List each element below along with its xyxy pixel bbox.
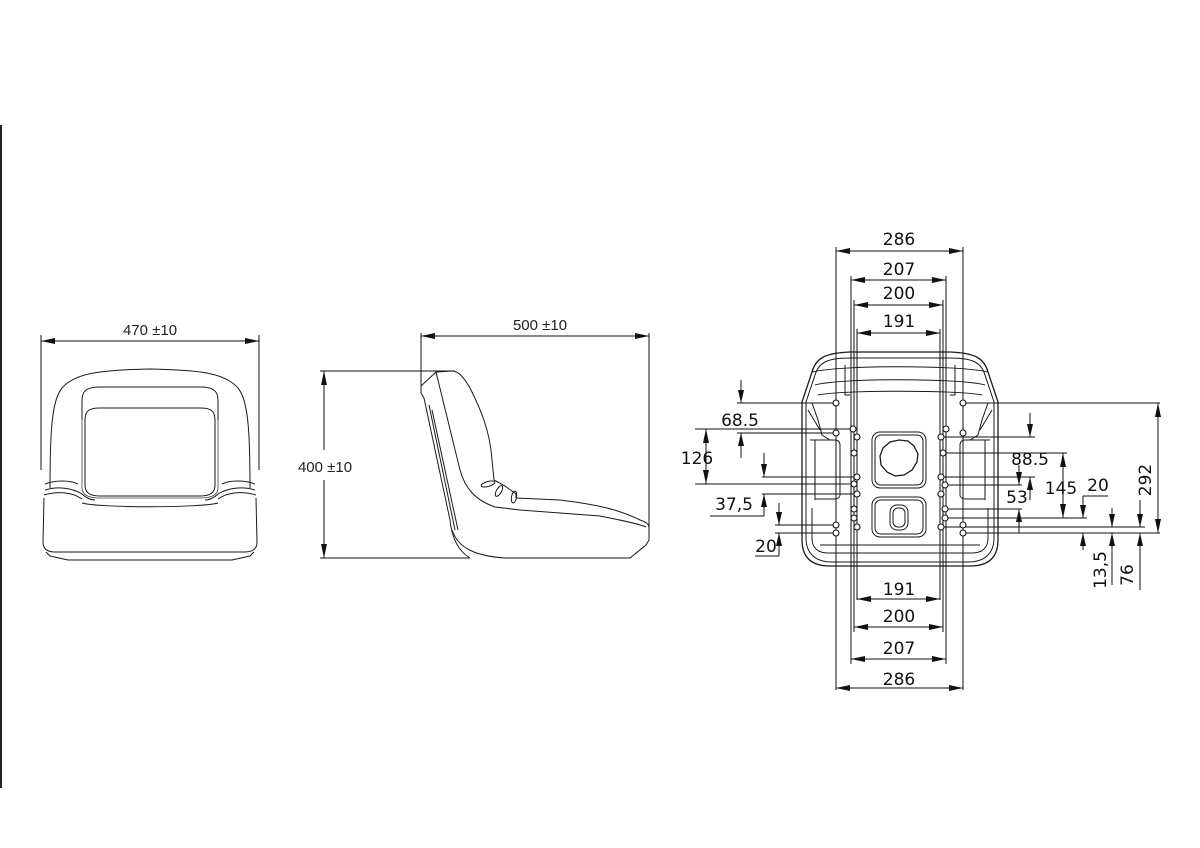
- frame-border-left: [0, 125, 2, 788]
- bottom-dim-191: 191: [883, 580, 915, 600]
- right-dim-20: 20: [1087, 476, 1109, 496]
- right-dim-88-5: 88.5: [1011, 450, 1049, 470]
- right-dim-76: 76: [1118, 564, 1138, 586]
- right-dim-292: 292: [1136, 464, 1156, 496]
- front-width-label: 470 ±10: [123, 322, 177, 339]
- right-dim-145: 145: [1045, 479, 1077, 499]
- right-dim-13-5: 13,5: [1091, 551, 1111, 589]
- mounting-holes: [832, 399, 967, 537]
- bottom-view: 286 207 200 191 191 200 207 286: [681, 230, 1161, 691]
- side-view: 500 ±10 400 ±10: [298, 317, 650, 559]
- front-view: 470 ±10: [40, 322, 260, 561]
- top-dim-191: 191: [883, 312, 915, 332]
- bottom-dim-286: 286: [883, 670, 915, 690]
- bottom-dim-200: 200: [883, 607, 915, 627]
- top-dim-207: 207: [883, 260, 915, 280]
- right-dim-53: 53: [1006, 488, 1028, 508]
- bottom-dim-207: 207: [883, 639, 915, 659]
- left-dim-68-5: 68.5: [721, 411, 759, 431]
- left-dim-37-5: 37,5: [715, 495, 753, 515]
- top-dim-286: 286: [883, 230, 915, 250]
- left-dim-20: 20: [755, 537, 777, 557]
- top-dim-200: 200: [883, 284, 915, 304]
- side-depth-label: 500 ±10: [513, 317, 567, 334]
- left-dim-126: 126: [681, 449, 713, 469]
- side-height-label: 400 ±10: [298, 459, 352, 476]
